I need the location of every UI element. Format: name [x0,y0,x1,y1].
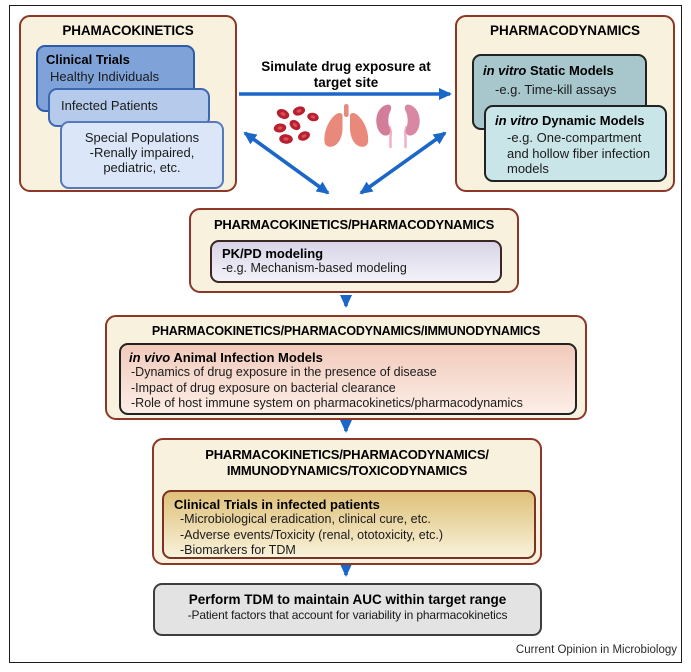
toxicodynamics-box: PHARMACOKINETICS/PHARMACODYNAMICS/ IMMUN… [152,438,542,565]
infected-patients-card: Infected Patients [48,88,210,127]
clinical-trials-heading: Clinical Trials [46,52,130,67]
dynamic-example-line: models [507,161,549,177]
pharmacodynamics-box: PHARMACODYNAMICS in vitro Static Models … [455,15,675,192]
simulate-line: Simulate drug exposure at [261,59,431,74]
dynamic-models-text: Dynamic Models [538,113,645,128]
immuno-bullet: -Role of host immune system on pharmacok… [131,396,523,410]
simulate-label: Simulate drug exposure at target site [246,59,446,91]
invitro-italic: in vitro [483,63,527,78]
pkpd-box: PHARMACOKINETICS/PHARMACODYNAMICS PK/PD … [189,208,519,293]
toxico-bullet: -Microbiological eradication, clinical c… [180,512,431,526]
invivo-italic: in vivo [129,350,171,365]
static-models-text: Static Models [526,63,614,78]
invitro-static-heading: in vitro Static Models [474,56,645,78]
toxicodynamics-title-line: IMMUNODYNAMICS/TOXICODYNAMICS [226,463,468,479]
pkpd-modeling-heading: PK/PD modeling [222,246,324,261]
special-populations-line: Special Populations [84,130,200,145]
toxicodynamics-title-line: PHARMACOKINETICS/PHARMACODYNAMICS/ [205,447,489,462]
journal-credit: Current Opinion in Microbiology [515,644,677,656]
pkpd-title: PHARMACOKINETICS/PHARMACODYNAMICS [213,217,495,232]
pkpd-modeling-line: -e.g. Mechanism-based modeling [222,261,407,275]
pharmacokinetics-box: PHAMACOKINETICS Clinical Trials Healthy … [19,15,237,192]
immunodynamics-box: PHARMACOKINETICS/PHARMACODYNAMICS/IMMUNO… [105,315,587,420]
dynamic-example-line: and hollow fiber infection [507,145,651,161]
pharmacodynamics-title: PHARMACODYNAMICS [490,23,640,38]
tdm-heading: Perform TDM to maintain AUC within targe… [188,592,507,607]
toxico-bullet: -Adverse events/Toxicity (renal, ototoxi… [180,527,444,542]
invitro-dynamic-card: in vitro Dynamic Models -e.g. One-compar… [484,105,667,182]
static-example-line: -e.g. Time-kill assays [495,82,617,97]
special-populations-line: pediatric, etc. [103,160,181,175]
clinical-trials-infected-card: Clinical Trials in infected patients -Mi… [162,490,536,559]
pharmacokinetics-title: PHAMACOKINETICS [62,23,194,38]
toxicodynamics-title: PHARMACOKINETICS/PHARMACODYNAMICS/ IMMUN… [154,447,540,480]
healthy-individuals-line: Healthy Individuals [50,69,160,84]
pkpd-modeling-card: PK/PD modeling -e.g. Mechanism-based mod… [210,240,502,283]
toxico-bullet: -Biomarkers for TDM [180,543,296,557]
animal-infection-text: Animal Infection Models [170,350,323,365]
red-blood-cells-icon [273,106,319,144]
clinical-trials-infected-heading: Clinical Trials in infected patients [174,497,380,512]
animal-infection-card: in vivo Animal Infection Models -Dynamic… [119,343,577,415]
immuno-bullet: -Dynamics of drug exposure in the presen… [131,365,437,379]
simulate-line: target site [313,75,379,91]
animal-infection-heading: in vivo Animal Infection Models [121,345,575,365]
lungs-icon [324,104,369,147]
special-populations-line: -Renally impaired, [89,145,195,160]
figure-frame [9,5,682,663]
tdm-line: -Patient factors that account for variab… [187,608,508,622]
immunodynamics-title: PHARMACOKINETICS/PHARMACODYNAMICS/IMMUNO… [151,324,541,338]
immuno-bullet: -Impact of drug exposure on bacterial cl… [131,380,396,395]
special-populations-card: Special Populations -Renally impaired, p… [60,121,224,189]
infected-patients-line: Infected Patients [61,98,158,113]
invitro-italic: in vitro [495,113,539,128]
kidneys-icon [376,104,420,149]
dynamic-example-line: -e.g. One-compartment [507,130,642,145]
tdm-box: Perform TDM to maintain AUC within targe… [153,583,542,636]
invitro-dynamic-heading: in vitro Dynamic Models [486,107,665,128]
